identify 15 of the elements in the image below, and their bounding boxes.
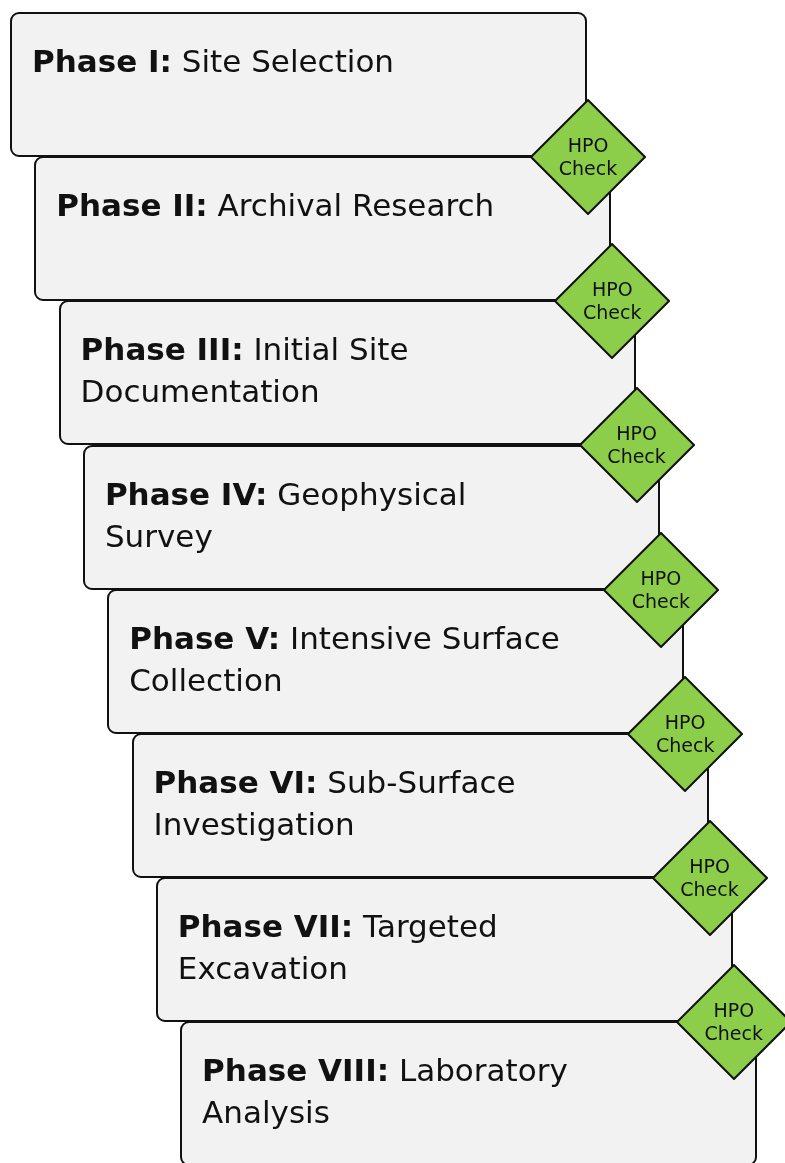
phase-title: Phase VI: Sub-Surface Investigation [153, 763, 517, 844]
phase-title: Phase III: Initial Site Documentation [80, 330, 410, 412]
check-diamond: HPO Check [602, 531, 719, 648]
check-diamond: HPO Check [627, 675, 744, 792]
check-diamond: HPO Check [651, 820, 768, 936]
check-diamond: HPO Check [675, 964, 785, 1081]
phase-title: Phase IV: Geophysical Survey [104, 474, 468, 556]
phase-title: Phase V: Intensive Surface Collection [129, 618, 561, 700]
phase-title: Phase II: Archival Research [56, 186, 496, 226]
check-diamond: HPO Check [554, 243, 671, 360]
check-diamond: HPO Check [530, 99, 646, 215]
phase-title: Phase I: Site Selection [32, 42, 395, 81]
phase-title: Phase VII: Targeted Excavation [177, 907, 499, 989]
check-diamond: HPO Check [578, 387, 695, 504]
phase-title: Phase VIII: Laboratory Analysis [202, 1051, 569, 1133]
